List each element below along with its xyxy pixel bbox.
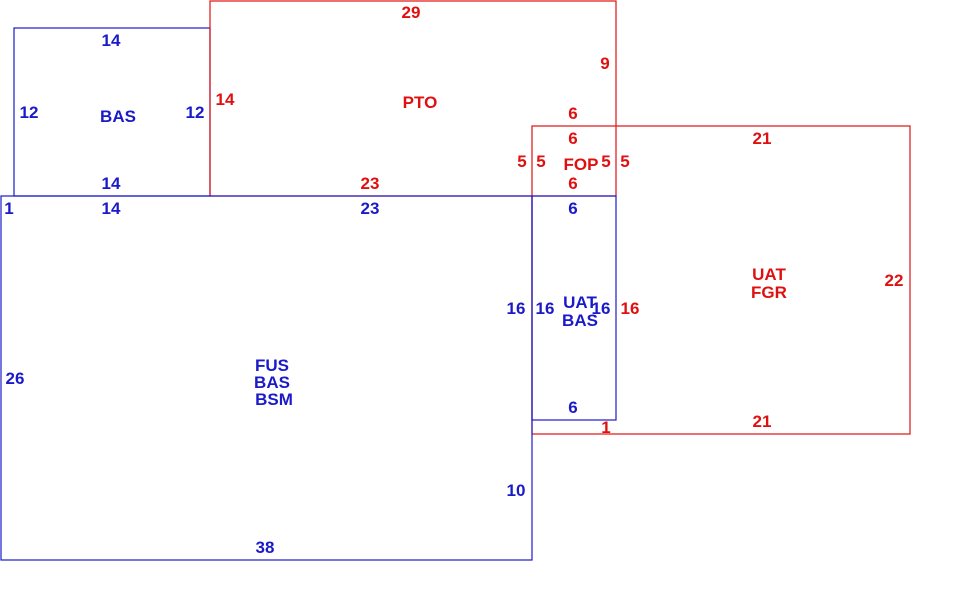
fus-corner-dim: 1 xyxy=(4,199,13,218)
uat-fgr-top-dim: 21 xyxy=(753,129,772,148)
uat-bas-left-inner-dim: 16 xyxy=(536,299,555,318)
pto-right-dim: 9 xyxy=(600,54,609,73)
fop-right-outer-dim: 5 xyxy=(620,152,629,171)
uat-fgr-bottom-dim: 21 xyxy=(753,412,772,431)
bas-small-top-dim: 14 xyxy=(102,31,121,50)
fus-top-left-dim: 14 xyxy=(102,199,121,218)
uat-fgr-corner-dim: 1 xyxy=(601,418,610,437)
fus-right-lower-dim: 10 xyxy=(507,481,526,500)
fop-label: FOP xyxy=(564,155,599,174)
fop-bottom-dim: 6 xyxy=(568,174,577,193)
uat-bas-label-line2: BAS xyxy=(562,311,598,330)
bas-small-left-dim: 12 xyxy=(20,103,39,122)
fop-right-inner-dim: 5 xyxy=(601,152,610,171)
uat-fgr-left-dim: 16 xyxy=(621,299,640,318)
uat-fgr-label-line2: FGR xyxy=(751,283,787,302)
fus-label-line3: BSM xyxy=(255,390,293,409)
fop-top-inner-dim: 6 xyxy=(568,129,577,148)
fop-top-outer-dim: 6 xyxy=(568,104,577,123)
uat-bas-right-dim: 16 xyxy=(592,299,611,318)
pto-left-dim: 14 xyxy=(216,90,235,109)
fop-left-outer-dim: 5 xyxy=(517,152,526,171)
fop-left-inner-dim: 5 xyxy=(536,152,545,171)
uat-bas-top-dim: 6 xyxy=(568,199,577,218)
bas-small-right-dim: 12 xyxy=(186,103,205,122)
bas-small-bottom-dim: 14 xyxy=(102,174,121,193)
uat-bas-bottom-dim: 6 xyxy=(568,398,577,417)
fus-bas-bsm-box xyxy=(0,195,533,561)
pto-label: PTO xyxy=(403,93,438,112)
uat-bas-left-outer-dim: 16 xyxy=(507,299,526,318)
fus-bottom-dim: 38 xyxy=(256,538,275,557)
fus-left-dim: 26 xyxy=(6,369,25,388)
pto-bottom-dim: 23 xyxy=(361,174,380,193)
pto-top-dim: 29 xyxy=(402,3,421,22)
uat-fgr-label-line1: UAT xyxy=(752,265,786,284)
uat-fgr-right-dim: 22 xyxy=(885,271,904,290)
fus-label-line1: FUS xyxy=(255,356,289,375)
fus-top-mid-dim: 23 xyxy=(361,199,380,218)
fus-label-line2: BAS xyxy=(254,373,290,392)
bas-small-label: BAS xyxy=(100,107,136,126)
uat-bas-label-line1: UAT xyxy=(563,293,597,312)
